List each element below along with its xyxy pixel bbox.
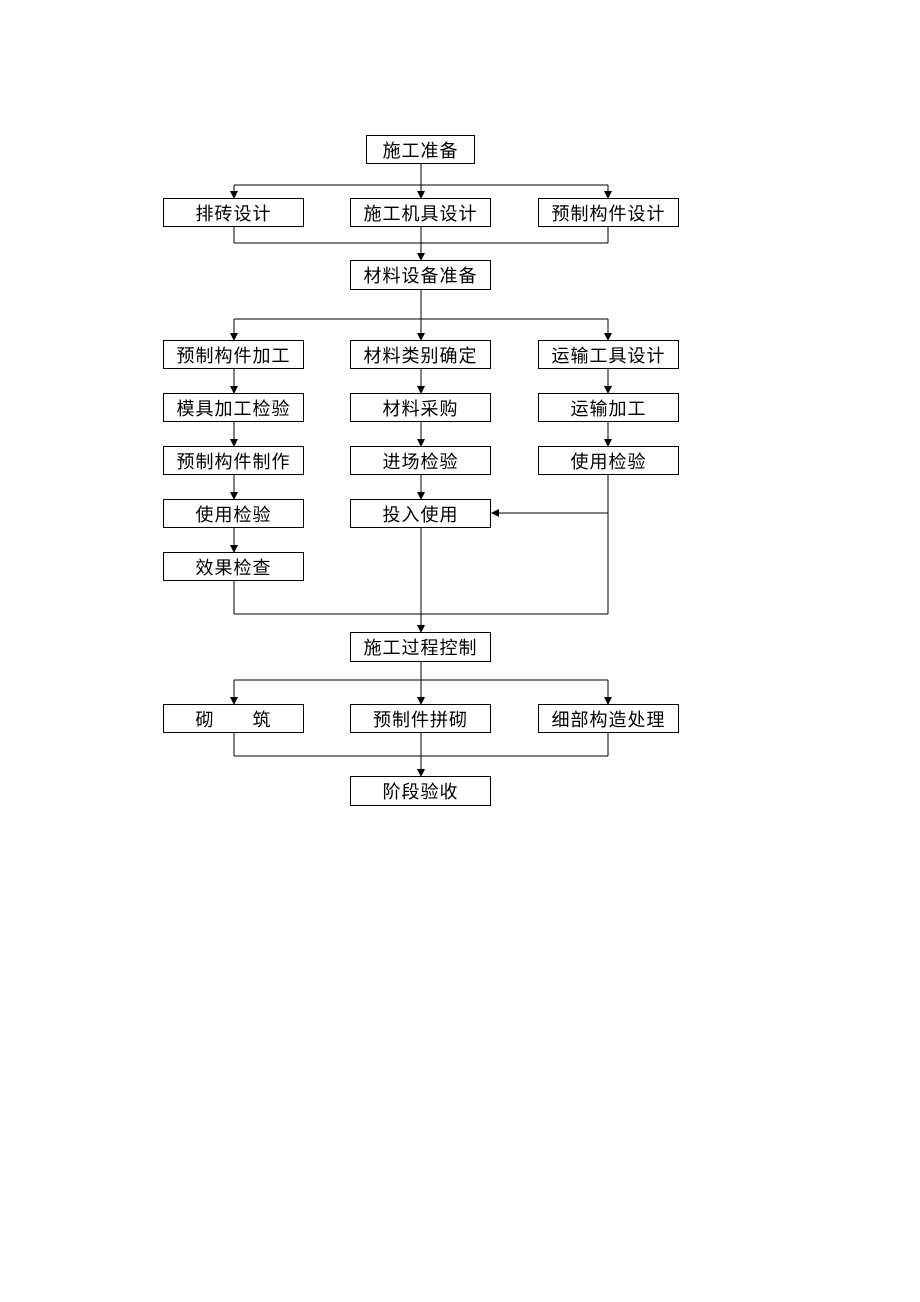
- node-prefab-making: 预制构件制作: [163, 446, 304, 475]
- node-detail-treatment: 细部构造处理: [538, 704, 679, 733]
- node-machinery-design: 施工机具设计: [350, 198, 491, 227]
- node-material-category: 材料类别确定: [350, 340, 491, 369]
- node-transport-processing: 运输加工: [538, 393, 679, 422]
- node-use-inspection-right: 使用检验: [538, 446, 679, 475]
- node-brick-layout: 排砖设计: [163, 198, 304, 227]
- node-material-prep: 材料设备准备: [350, 260, 491, 290]
- node-material-purchase: 材料采购: [350, 393, 491, 422]
- node-process-control: 施工过程控制: [350, 632, 491, 662]
- node-prep: 施工准备: [366, 135, 475, 164]
- node-masonry: 砌 筑: [163, 704, 304, 733]
- node-prefab-design: 预制构件设计: [538, 198, 679, 227]
- node-mold-inspection: 模具加工检验: [163, 393, 304, 422]
- node-prefab-processing: 预制构件加工: [163, 340, 304, 369]
- node-effect-check: 效果检查: [163, 552, 304, 581]
- node-use-inspection-left: 使用检验: [163, 499, 304, 528]
- node-site-inspection: 进场检验: [350, 446, 491, 475]
- node-put-into-use: 投入使用: [350, 499, 491, 528]
- node-stage-acceptance: 阶段验收: [350, 776, 491, 806]
- node-prefab-assembly: 预制件拼砌: [350, 704, 491, 733]
- node-transport-design: 运输工具设计: [538, 340, 679, 369]
